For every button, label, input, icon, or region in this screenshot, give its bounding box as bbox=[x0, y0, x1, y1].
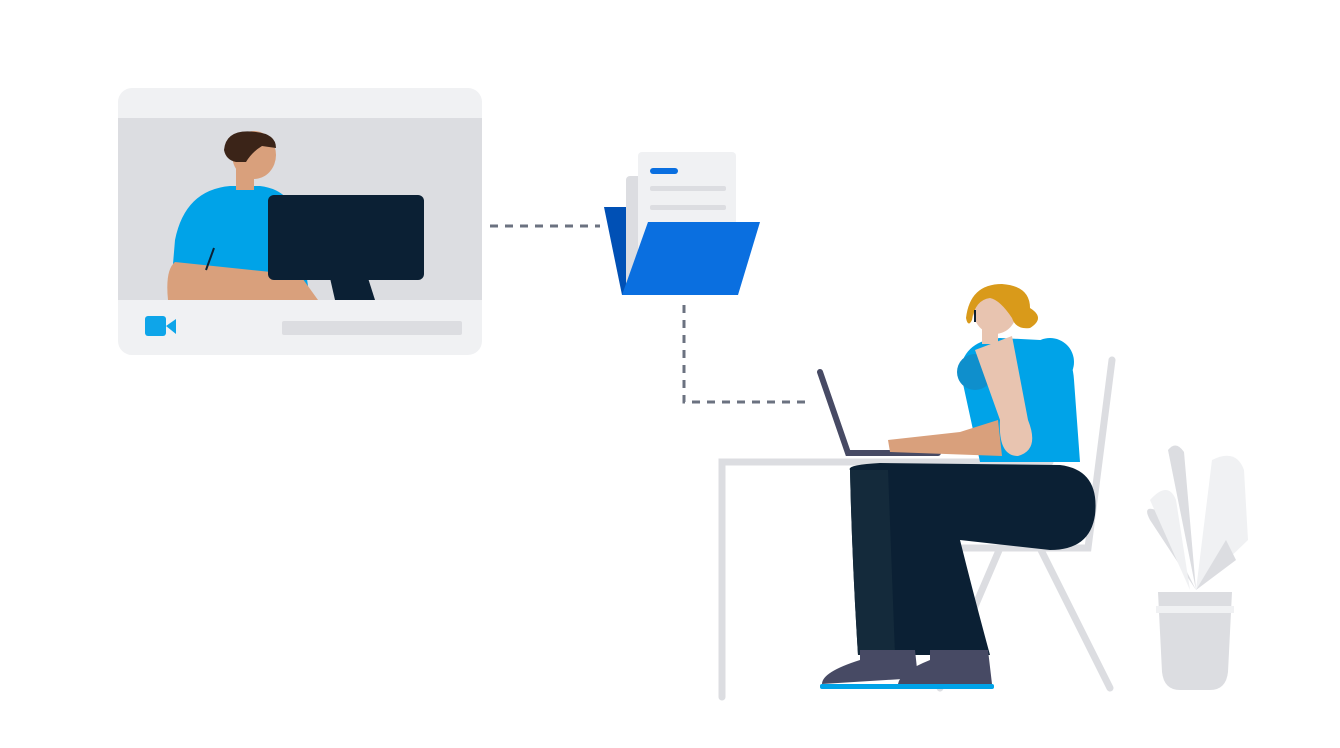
potted-plant bbox=[1147, 445, 1248, 690]
call-status-bar bbox=[282, 321, 462, 335]
desk bbox=[718, 458, 1054, 701]
video-camera-icon[interactable] bbox=[145, 316, 176, 336]
monitor bbox=[268, 195, 424, 300]
video-call-window bbox=[118, 88, 482, 355]
folder-icon bbox=[604, 152, 760, 295]
laptop bbox=[817, 369, 941, 456]
person-at-desk bbox=[820, 284, 1096, 689]
connector-line bbox=[682, 305, 812, 404]
